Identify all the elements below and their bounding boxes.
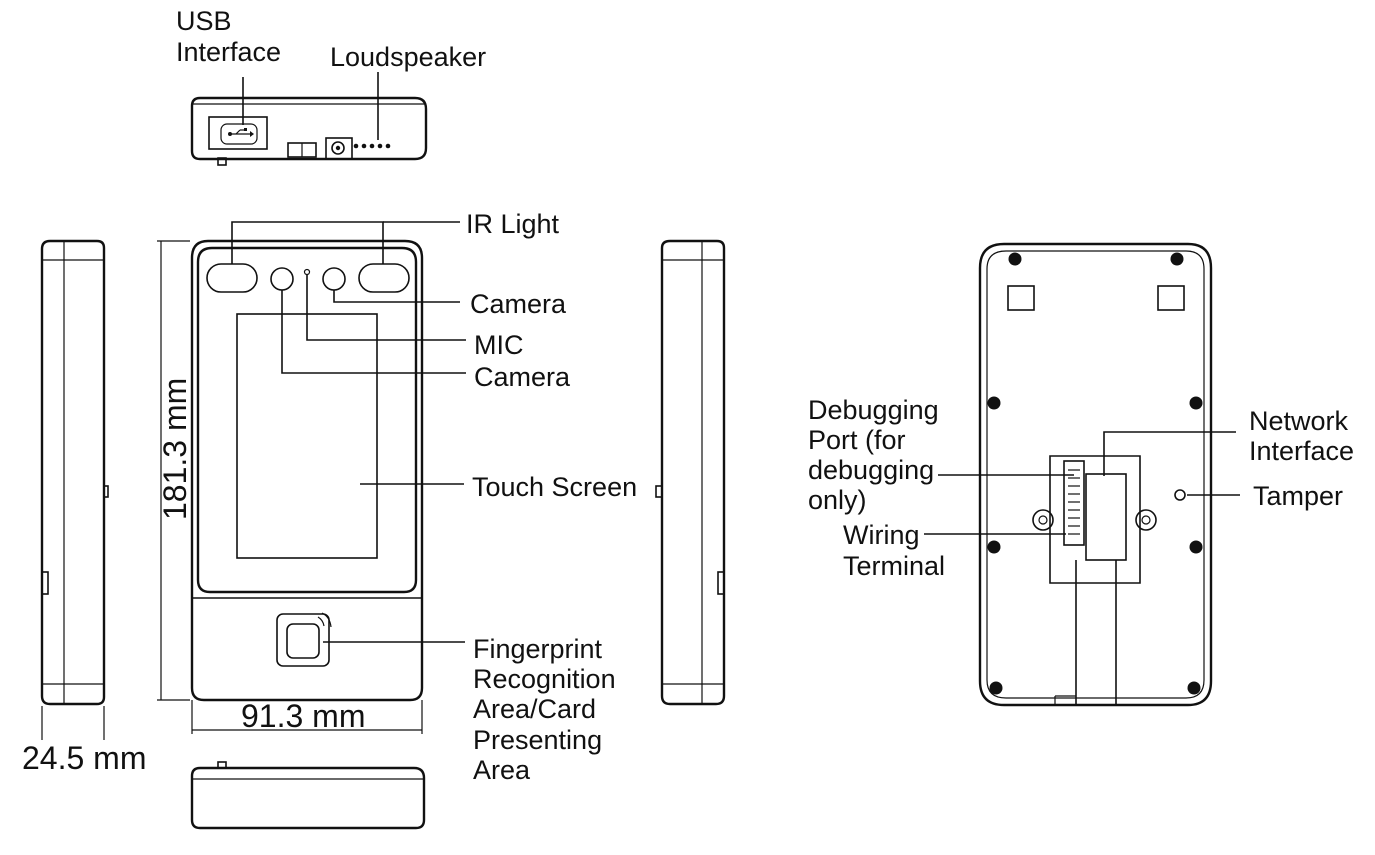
wiring-terminal-label-1: Wiring xyxy=(843,520,920,550)
camera-bottom-label: Camera xyxy=(474,362,571,392)
wiring-terminal-label-2: Terminal xyxy=(843,551,945,581)
touch-screen-label: Touch Screen xyxy=(472,472,637,502)
tamper-label: Tamper xyxy=(1253,481,1343,511)
top-view xyxy=(190,72,428,166)
rear-view xyxy=(924,242,1240,707)
network-interface-label-1: Network xyxy=(1249,406,1349,436)
usb-interface-label-2: Interface xyxy=(176,37,281,67)
ir-light-label: IR Light xyxy=(466,209,560,239)
network-interface-label-2: Interface xyxy=(1249,436,1354,466)
right-side-view xyxy=(655,239,726,706)
height-dimension: 181.3 mm xyxy=(157,378,193,520)
usb-interface-label-1: USB xyxy=(176,6,232,36)
fingerprint-label-2: Recognition xyxy=(473,664,616,694)
fingerprint-label-3: Area/Card xyxy=(473,694,596,724)
debugging-port-label-4: only) xyxy=(808,485,867,515)
debugging-port-label-2: Port (for xyxy=(808,425,906,455)
loudspeaker-label: Loudspeaker xyxy=(330,42,486,72)
usb-icon xyxy=(228,128,254,137)
debugging-port-label-3: debugging xyxy=(808,455,934,485)
depth-dimension: 24.5 mm xyxy=(22,740,146,776)
fingerprint-label-1: Fingerprint xyxy=(473,634,603,664)
camera-top-label: Camera xyxy=(470,289,567,319)
debugging-port-label-1: Debugging xyxy=(808,395,939,425)
fingerprint-label-4: Presenting xyxy=(473,725,602,755)
front-view xyxy=(157,221,466,734)
mic-label: MIC xyxy=(474,330,524,360)
width-dimension: 91.3 mm xyxy=(241,698,365,734)
bottom-view xyxy=(190,761,426,830)
left-side-view xyxy=(40,239,109,740)
fingerprint-label-5: Area xyxy=(473,755,531,785)
